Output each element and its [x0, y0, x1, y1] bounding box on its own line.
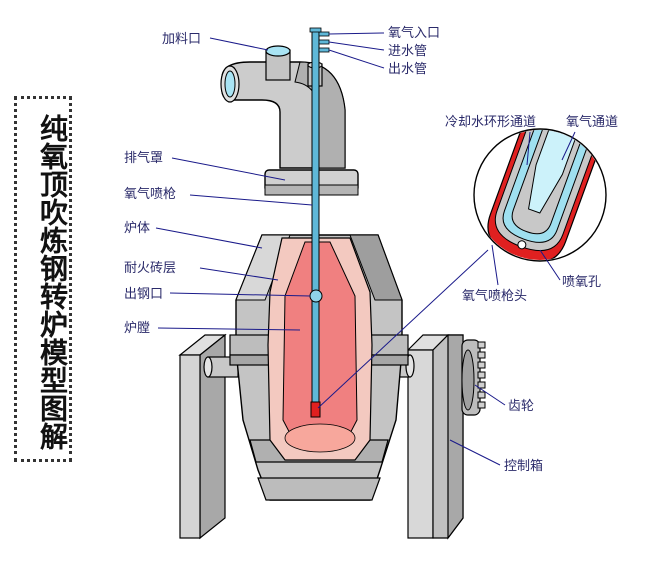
title-box: 纯氧顶吹炼钢转炉模型图解 [14, 96, 72, 462]
label-feed-port: 加料口 [162, 32, 201, 47]
label-oxygen-inlet: 氧气入口 [388, 25, 440, 41]
diagram-title: 纯氧顶吹炼钢转炉模型图解 [36, 114, 69, 450]
labels: 加料口 氧气入口 进水管 出水管 排气罩 氧气喷枪 炉体 耐火砖层 出钢口 炉膛… [124, 25, 618, 474]
gear [461, 339, 486, 416]
label-lance-tip: 氧气喷枪头 [462, 288, 527, 304]
label-tap-hole: 出钢口 [124, 287, 163, 302]
left-support [178, 333, 239, 540]
label-gear: 齿轮 [508, 399, 534, 414]
lance-tip-detail [473, 128, 607, 262]
label-control-box: 控制箱 [504, 458, 543, 474]
label-water-out: 出水管 [388, 62, 427, 77]
label-oxygen-holes: 喷氧孔 [562, 275, 601, 290]
label-oxygen-channel: 氧气通道 [566, 114, 618, 130]
label-oxygen-lance: 氧气喷枪 [124, 186, 176, 202]
oxygen-lance [309, 27, 330, 418]
leader-lines [155, 32, 576, 466]
label-furnace-body: 炉体 [124, 221, 150, 236]
label-refractory: 耐火砖层 [124, 261, 176, 276]
label-cooling-channel: 冷却水环形通道 [445, 115, 536, 130]
label-water-in: 进水管 [388, 44, 427, 59]
label-furnace-chamber: 炉膛 [124, 321, 150, 336]
exhaust-hood [220, 45, 359, 196]
label-exhaust-hood: 排气罩 [124, 150, 163, 166]
